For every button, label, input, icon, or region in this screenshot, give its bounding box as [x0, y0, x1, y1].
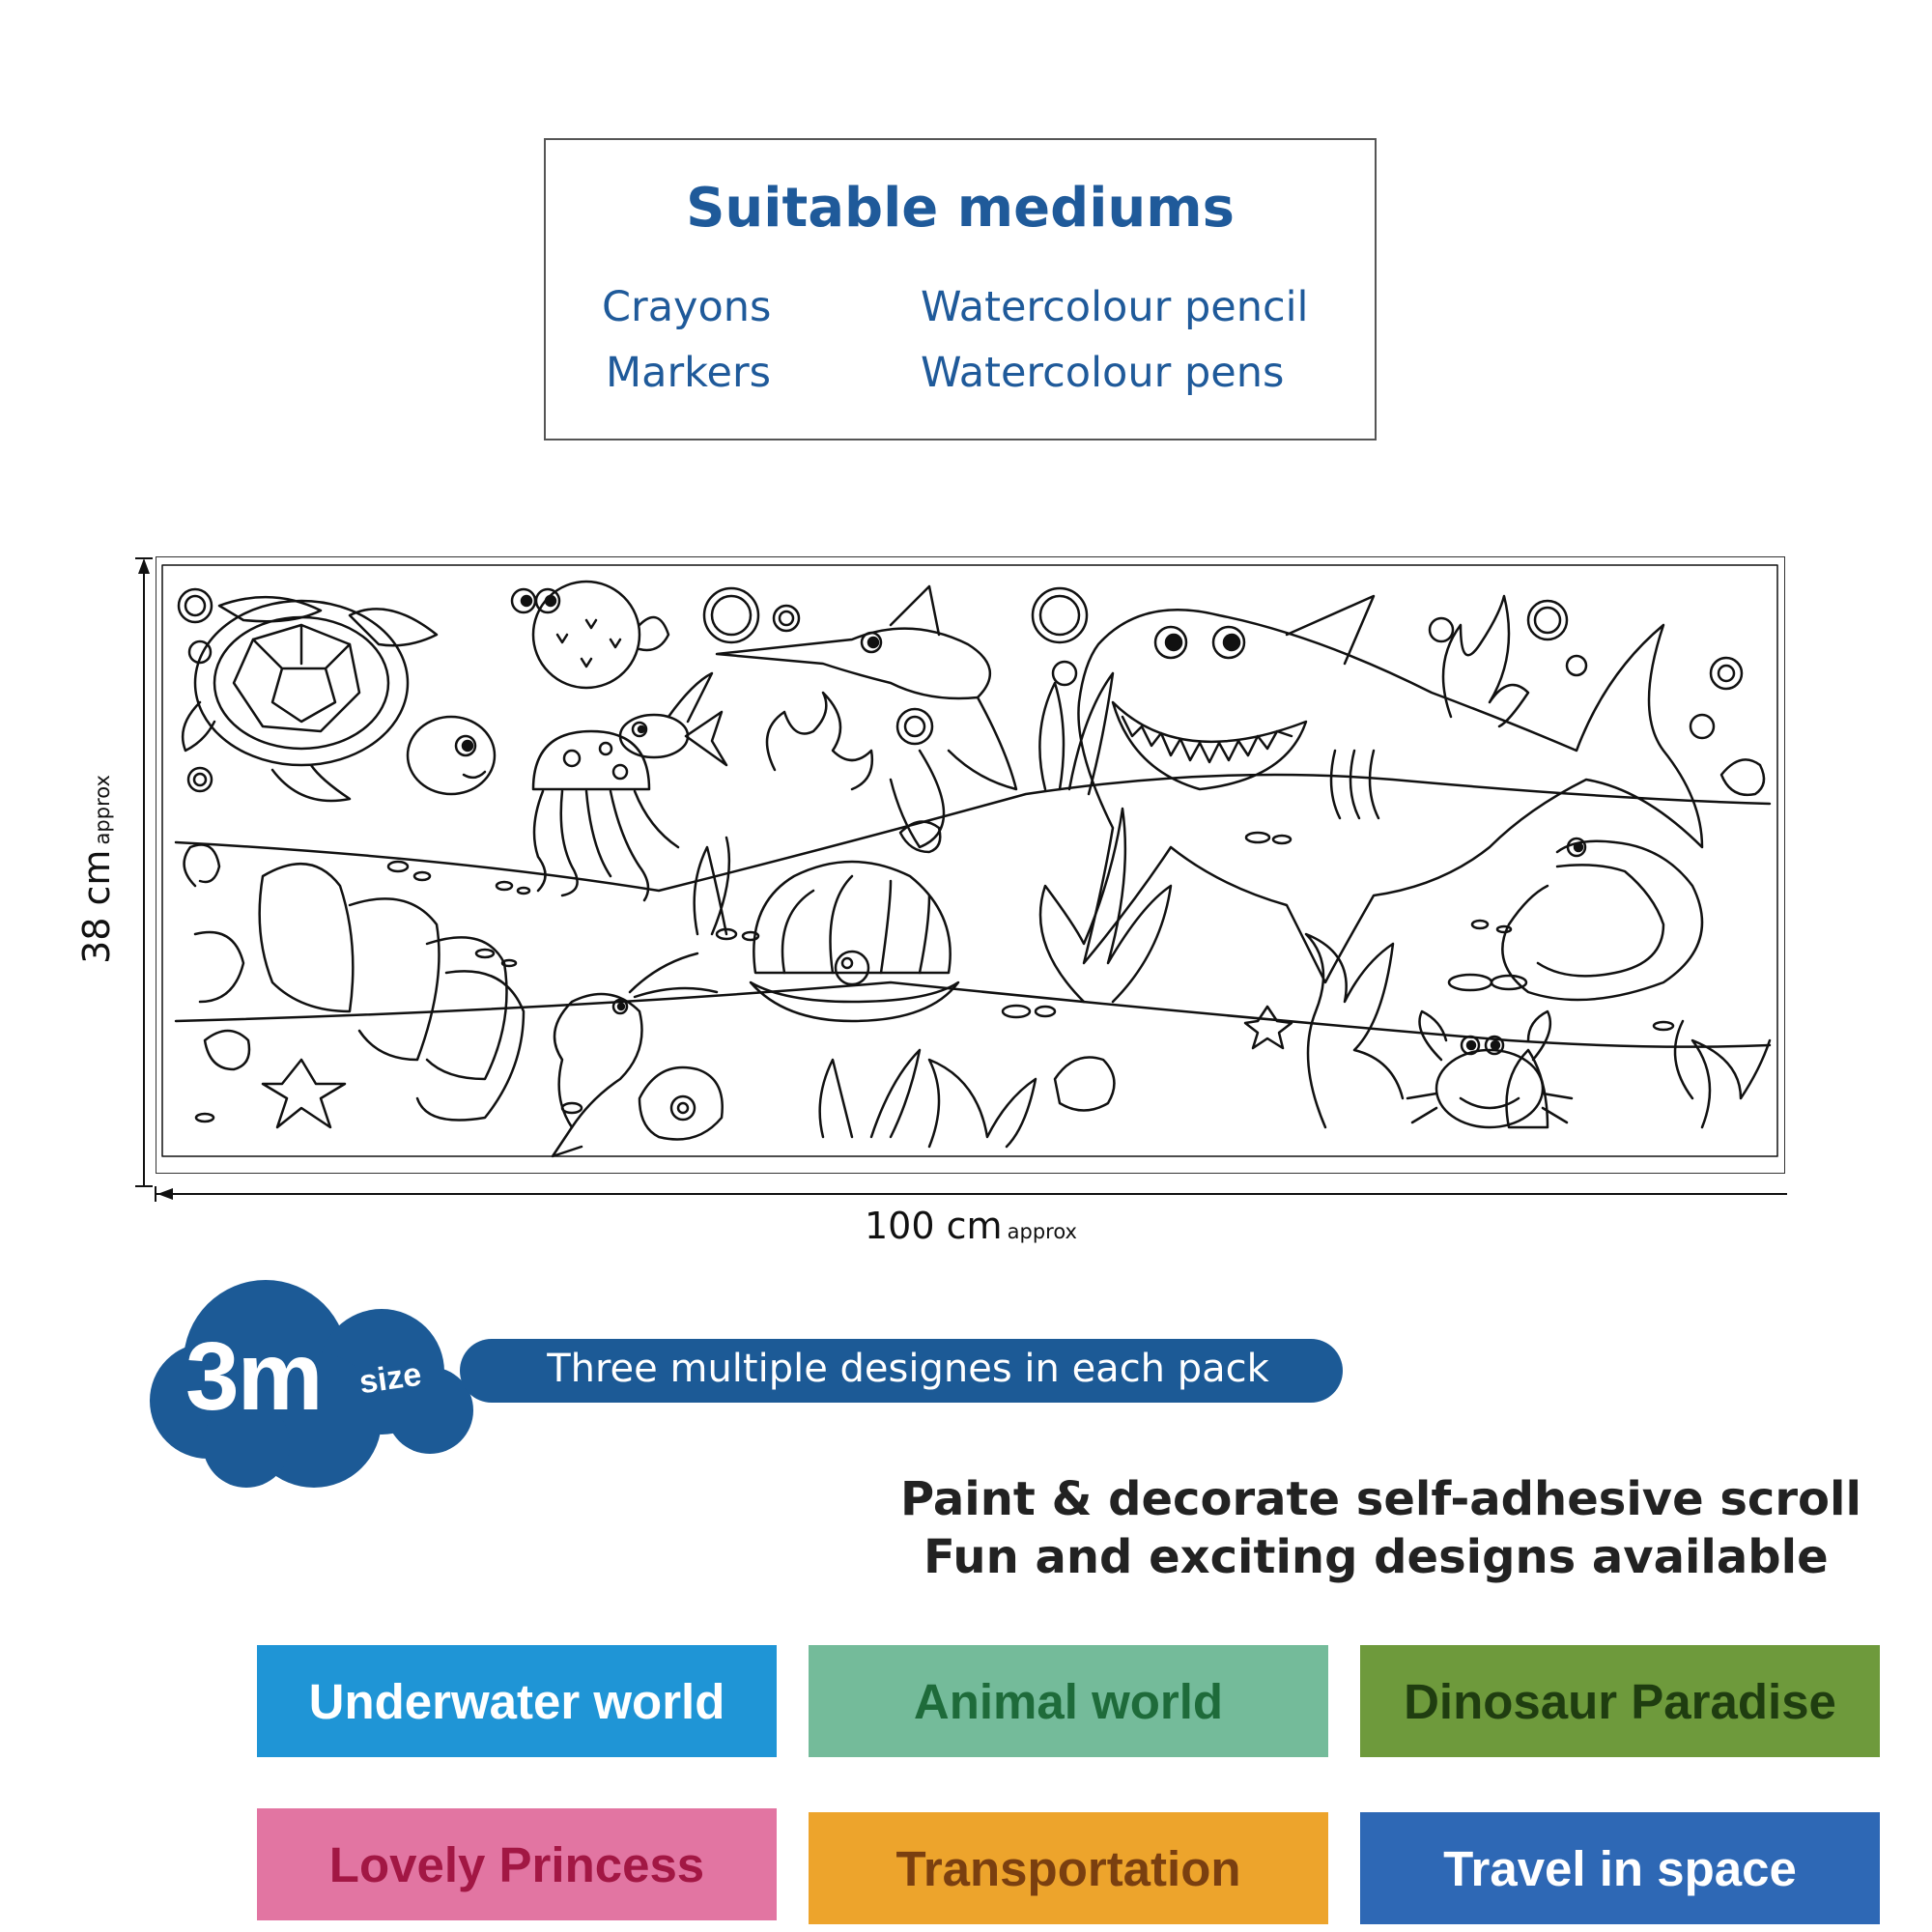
- seashells-icon: [183, 758, 1766, 1141]
- coloring-scroll-illustration: [156, 556, 1785, 1174]
- height-value: 38 cm: [75, 849, 118, 964]
- width-value: 100 cm: [865, 1205, 1003, 1247]
- width-note: approx: [1007, 1220, 1077, 1243]
- badge-size-main: 3m: [185, 1322, 324, 1431]
- height-note: approx: [91, 775, 114, 845]
- swordfish-icon: [715, 584, 1018, 849]
- medium-markers: Markers: [606, 349, 772, 397]
- category-transportation: Transportation: [809, 1812, 1328, 1924]
- bubbles-icon: [177, 586, 1744, 793]
- category-dinosaur-paradise: Dinosaur Paradise: [1360, 1645, 1880, 1757]
- category-animal-world: Animal world: [809, 1645, 1328, 1757]
- category-underwater-world: Underwater world: [257, 1645, 777, 1757]
- mediums-title: Suitable mediums: [686, 177, 1235, 240]
- medium-watercolour-pens: Watercolour pens: [921, 349, 1285, 397]
- ribbon-banner: [460, 1339, 1343, 1403]
- clam-icon: [749, 860, 960, 1023]
- cloud-badge: [150, 1280, 473, 1488]
- ribbon-text: Three multiple designes in each pack: [547, 1347, 1269, 1391]
- medium-watercolour-pencil: Watercolour pencil: [921, 283, 1309, 331]
- medium-crayons: Crayons: [602, 283, 772, 331]
- crab-icon: [1406, 1009, 1574, 1129]
- shrimp-icon: [551, 952, 719, 1158]
- headline-line2: Fun and exciting designs available: [923, 1530, 1829, 1584]
- small-fish-icon: [618, 671, 728, 767]
- category-lovely-princess: Lovely Princess: [257, 1808, 777, 1920]
- pebbles-icon: [194, 831, 1675, 1123]
- turtle-icon: [181, 595, 497, 803]
- headline-line1: Paint & decorate self-adhesive scroll: [900, 1472, 1861, 1526]
- coral-icon: [693, 594, 1772, 1149]
- category-travel-in-space: Travel in space: [1360, 1812, 1880, 1924]
- width-label: 100 cm approx: [865, 1205, 1077, 1247]
- shark-icon: [1077, 594, 1704, 984]
- pufferfish-icon: [510, 580, 670, 690]
- eel-icon: [1501, 837, 1704, 1002]
- mediums-box: Suitable mediums Crayons Markers Waterco…: [544, 138, 1377, 440]
- jellyfish-icon: [531, 729, 680, 902]
